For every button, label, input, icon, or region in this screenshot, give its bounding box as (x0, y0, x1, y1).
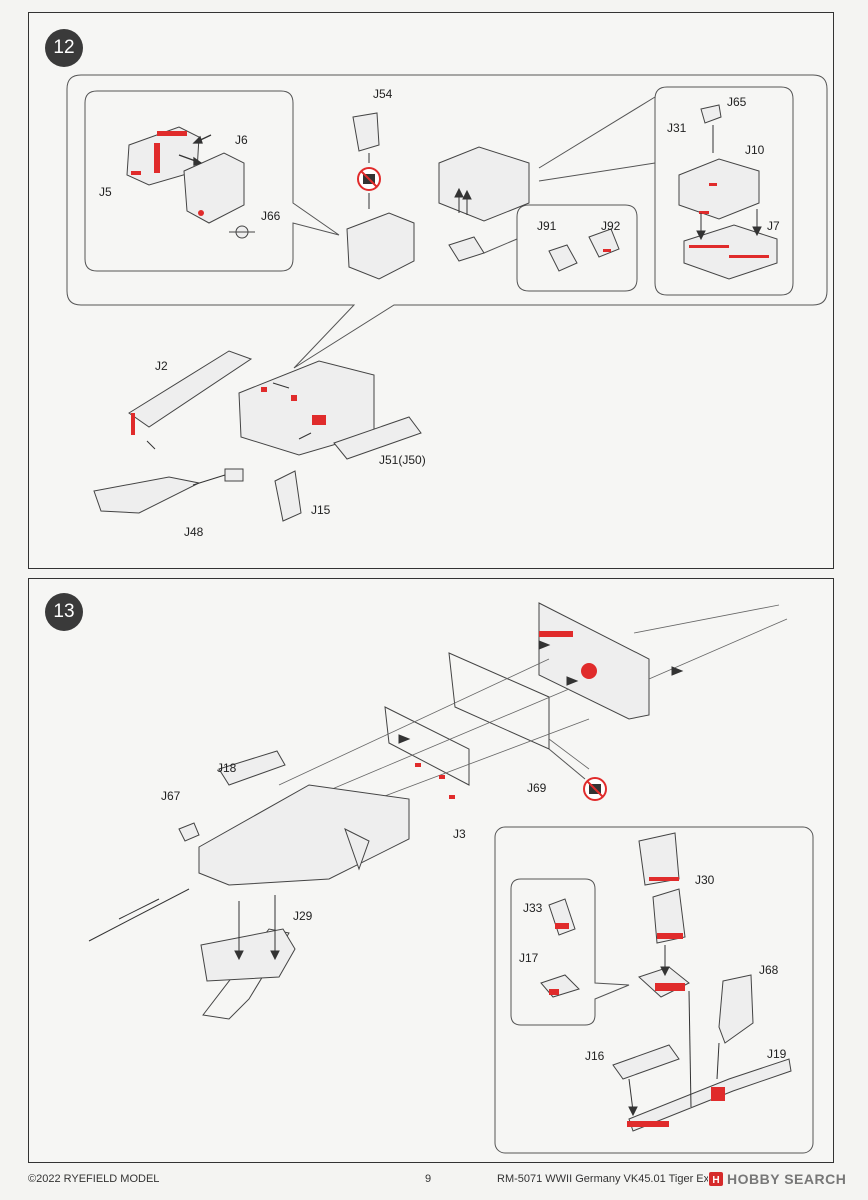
watermark-text: HOBBY SEARCH (727, 1171, 847, 1187)
part-label-j5: J5 (99, 185, 112, 199)
watermark: H HOBBY SEARCH (708, 1168, 868, 1190)
part-label-j29: J29 (293, 909, 313, 923)
part-label-j16: J16 (585, 1049, 605, 1063)
copyright-text: ©2022 RYEFIELD MODEL (28, 1173, 160, 1185)
part-label-j92: J92 (601, 219, 621, 233)
part-label-j31: J31 (667, 121, 687, 135)
part-label-j67: J67 (161, 789, 181, 803)
part-label-j30: J30 (695, 873, 715, 887)
part-label-j7: J7 (767, 219, 780, 233)
part-label-j66: J66 (261, 209, 281, 223)
part-label-j3: J3 (453, 827, 466, 841)
page-number: 9 (425, 1173, 432, 1185)
part-label-j91: J91 (537, 219, 557, 233)
part-label-j10: J10 (745, 143, 765, 157)
part-label-j19: J19 (767, 1047, 787, 1061)
part-label-j68: J68 (759, 963, 779, 977)
svg-text:H: H (712, 1175, 719, 1186)
step-12-drawing (66, 74, 828, 522)
part-label-j2: J2 (155, 359, 168, 373)
part-label-j48: J48 (184, 525, 204, 539)
part-label-j15: J15 (311, 503, 331, 517)
watermark-logo-icon: H (709, 1172, 723, 1186)
part-label-j65: J65 (727, 95, 747, 109)
step-number-badge: 13 (45, 593, 83, 631)
step-number-badge: 12 (45, 29, 83, 67)
part-label-j18: J18 (217, 761, 237, 775)
part-label-j33: J33 (523, 901, 543, 915)
step-12-panel: 12 J54 J65 J6 J31 J10 J5 J66 J91 J92 J7 … (28, 12, 834, 569)
step-13-drawing (88, 602, 814, 1154)
part-label-j6: J6 (235, 133, 248, 147)
step-13-panel: 13 J18 J67 J69 J3 J29 J30 J33 J17 J68 J1… (28, 578, 834, 1163)
part-label-j51-j50: J51(J50) (379, 453, 426, 467)
part-label-j17: J17 (519, 951, 539, 965)
part-label-j54: J54 (373, 87, 393, 101)
part-label-j69: J69 (527, 781, 547, 795)
